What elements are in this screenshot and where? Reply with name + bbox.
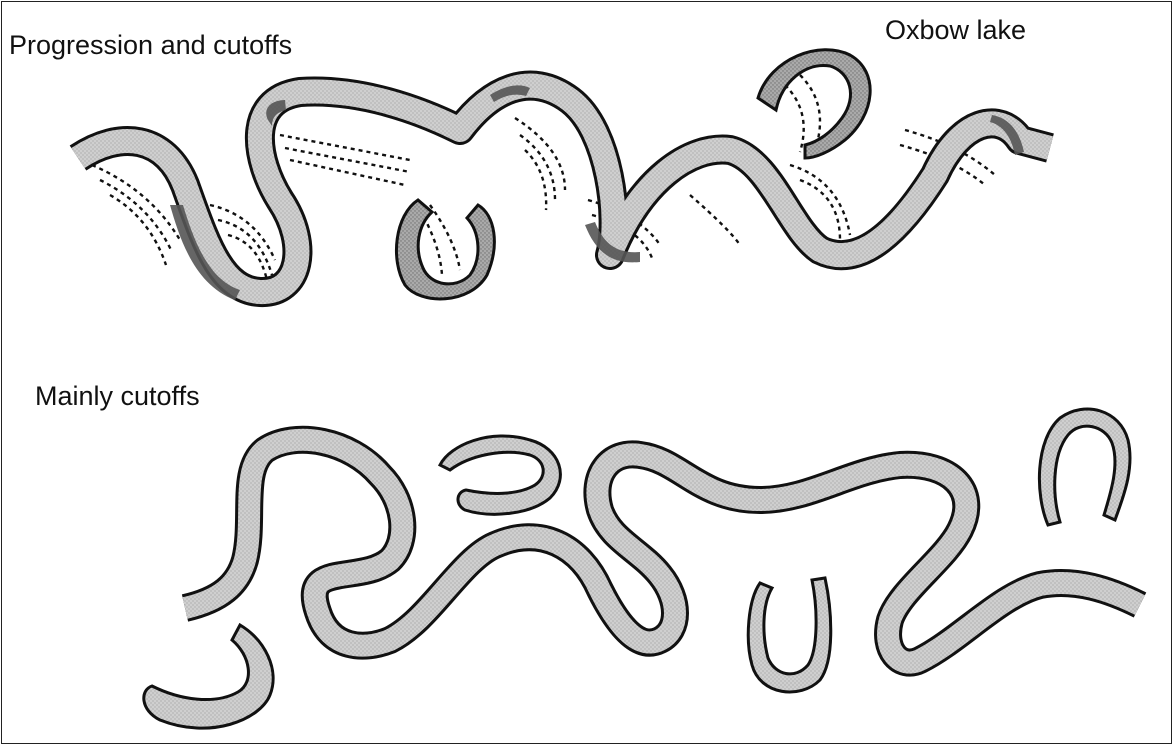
oxbow-lower-u xyxy=(748,578,830,692)
oxbow-top-small xyxy=(440,436,560,514)
oxbow-lake-top-right xyxy=(758,50,870,158)
oxbow-lower-left xyxy=(144,625,273,728)
cutoffs-panel xyxy=(144,409,1140,728)
oxbow-upper-right xyxy=(1039,409,1130,525)
oxbow-lake-center xyxy=(396,200,494,299)
progression-panel xyxy=(78,50,1050,300)
